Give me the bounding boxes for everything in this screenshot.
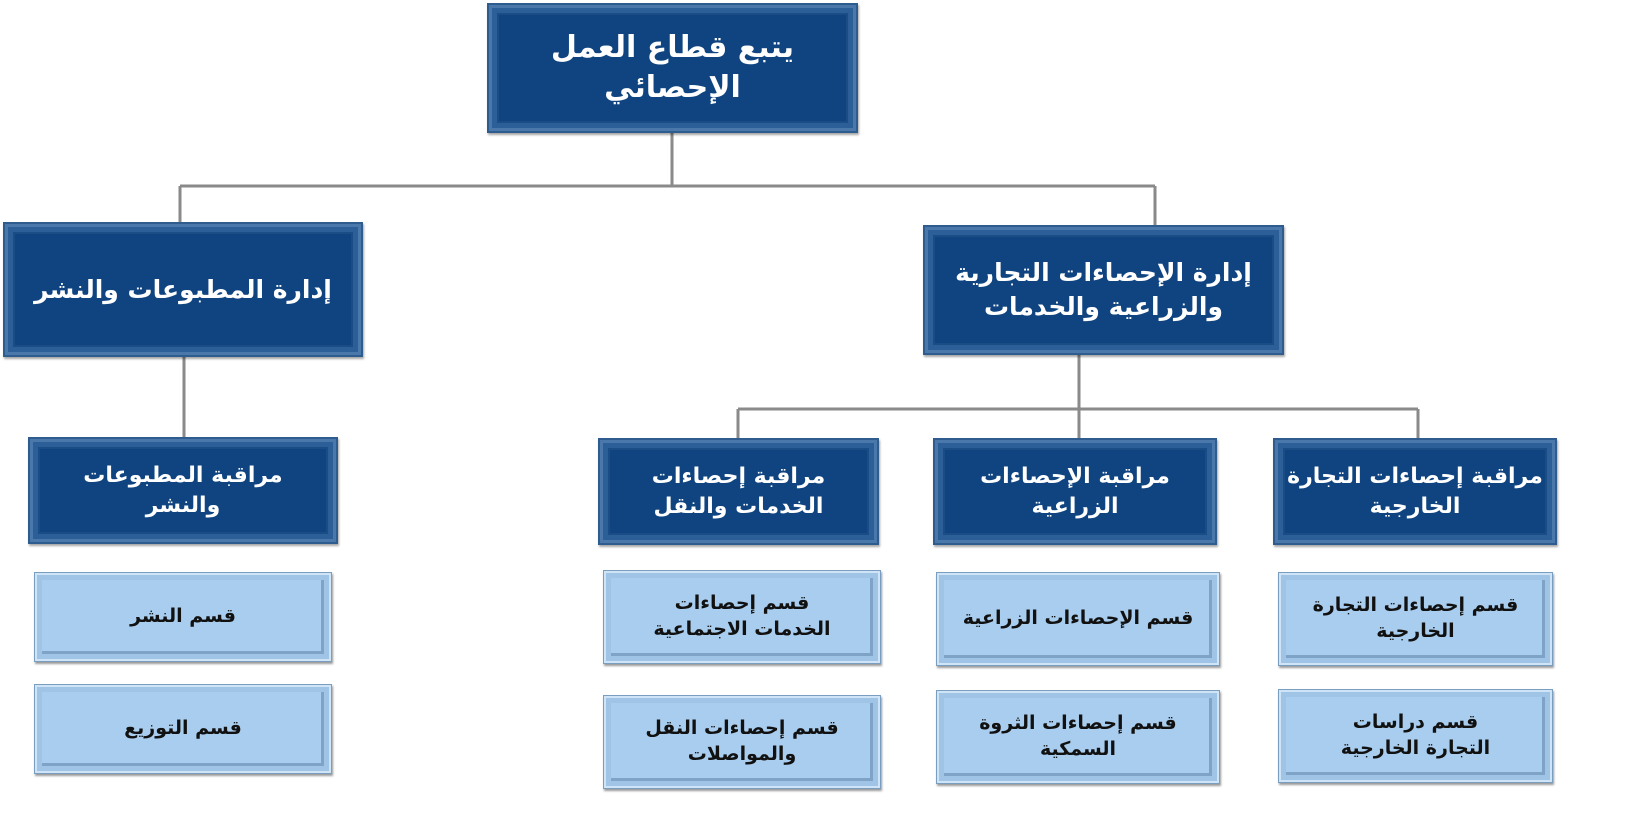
section-foreign-trade-studies: قسم دراسات التجارة الخارجية: [1278, 689, 1553, 783]
section-agri-stats: قسم الإحصاءات الزراعية: [936, 572, 1220, 666]
connector-statistics: [736, 355, 1420, 438]
unit-agriculture: مراقبة الإحصاءات الزراعية: [933, 438, 1217, 545]
section-publishing: قسم النشر: [34, 572, 332, 662]
dept-commercial-agri-services: إدارة الإحصاءات التجارية والزراعية والخد…: [923, 225, 1284, 355]
dept-publications: إدارة المطبوعات والنشر: [3, 222, 363, 357]
unit-foreign-trade: مراقبة إحصاءات التجارة الخارجية: [1273, 438, 1557, 545]
section-distribution: قسم التوزيع: [34, 684, 332, 774]
section-fisheries-stats: قسم إحصاءات الثروة السمكية: [936, 690, 1220, 784]
section-foreign-trade-stats: قسم إحصاءات التجارة الخارجية: [1278, 572, 1553, 666]
org-root-node: يتبع قطاع العمل الإحصائي: [487, 3, 858, 133]
section-social-services-stats: قسم إحصاءات الخدمات الاجتماعية: [603, 570, 881, 664]
connector-root: [178, 133, 1157, 225]
section-transport-stats: قسم إحصاءات النقل والمواصلات: [603, 695, 881, 789]
unit-services-transport: مراقبة إحصاءات الخدمات والنقل: [598, 438, 879, 545]
unit-publications-control: مراقبة المطبوعات والنشر: [28, 437, 338, 544]
